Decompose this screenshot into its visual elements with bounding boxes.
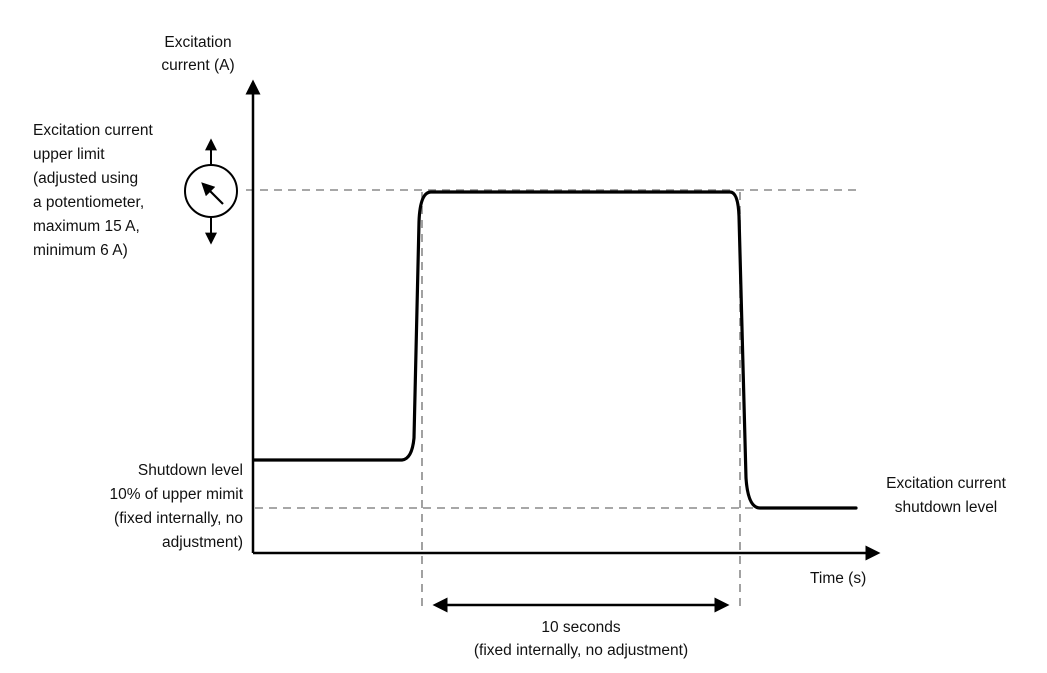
upper-limit-note-line6: minimum 6 A): [33, 242, 128, 259]
x-axis-label: Time (s): [810, 570, 867, 587]
shutdown-level-label-line2: shutdown level: [894, 499, 998, 516]
duration-note-line1: 10 seconds: [541, 619, 621, 636]
upper-limit-note-line3: (adjusted using: [33, 170, 139, 187]
potentiometer-icon: [184, 138, 238, 245]
shutdown-level-label-line1: Excitation current: [886, 475, 1006, 492]
duration-note-line2: (fixed internally, no adjustment): [473, 642, 689, 659]
upper-limit-note-line4: a potentiometer,: [33, 194, 145, 211]
shutdown-note: Shutdown level 10% of upper mimit (fixed…: [88, 459, 243, 555]
shutdown-note-line4: adjustment): [162, 534, 243, 551]
y-axis-label-line2: current (A): [161, 57, 235, 74]
upper-limit-note-line5: maximum 15 A,: [33, 218, 140, 235]
shutdown-note-line3: (fixed internally, no: [114, 510, 243, 527]
upper-limit-note-line2: upper limit: [33, 146, 105, 163]
shutdown-note-line2: 10% of upper mimit: [109, 486, 243, 503]
excitation-current-waveform: [252, 190, 858, 510]
y-axis-label-line1: Excitation: [164, 34, 232, 51]
upper-limit-note-line1: Excitation current: [33, 122, 153, 139]
potentiometer-needle-icon: [201, 182, 224, 205]
y-axis-label: Excitation current (A): [118, 31, 278, 77]
shutdown-note-line1: Shutdown level: [137, 462, 243, 479]
shutdown-level-label: Excitation current shutdown level: [864, 472, 1028, 520]
upper-limit-note: Excitation current upper limit (adjusted…: [33, 119, 193, 263]
duration-note: 10 seconds (fixed internally, no adjustm…: [400, 616, 762, 662]
